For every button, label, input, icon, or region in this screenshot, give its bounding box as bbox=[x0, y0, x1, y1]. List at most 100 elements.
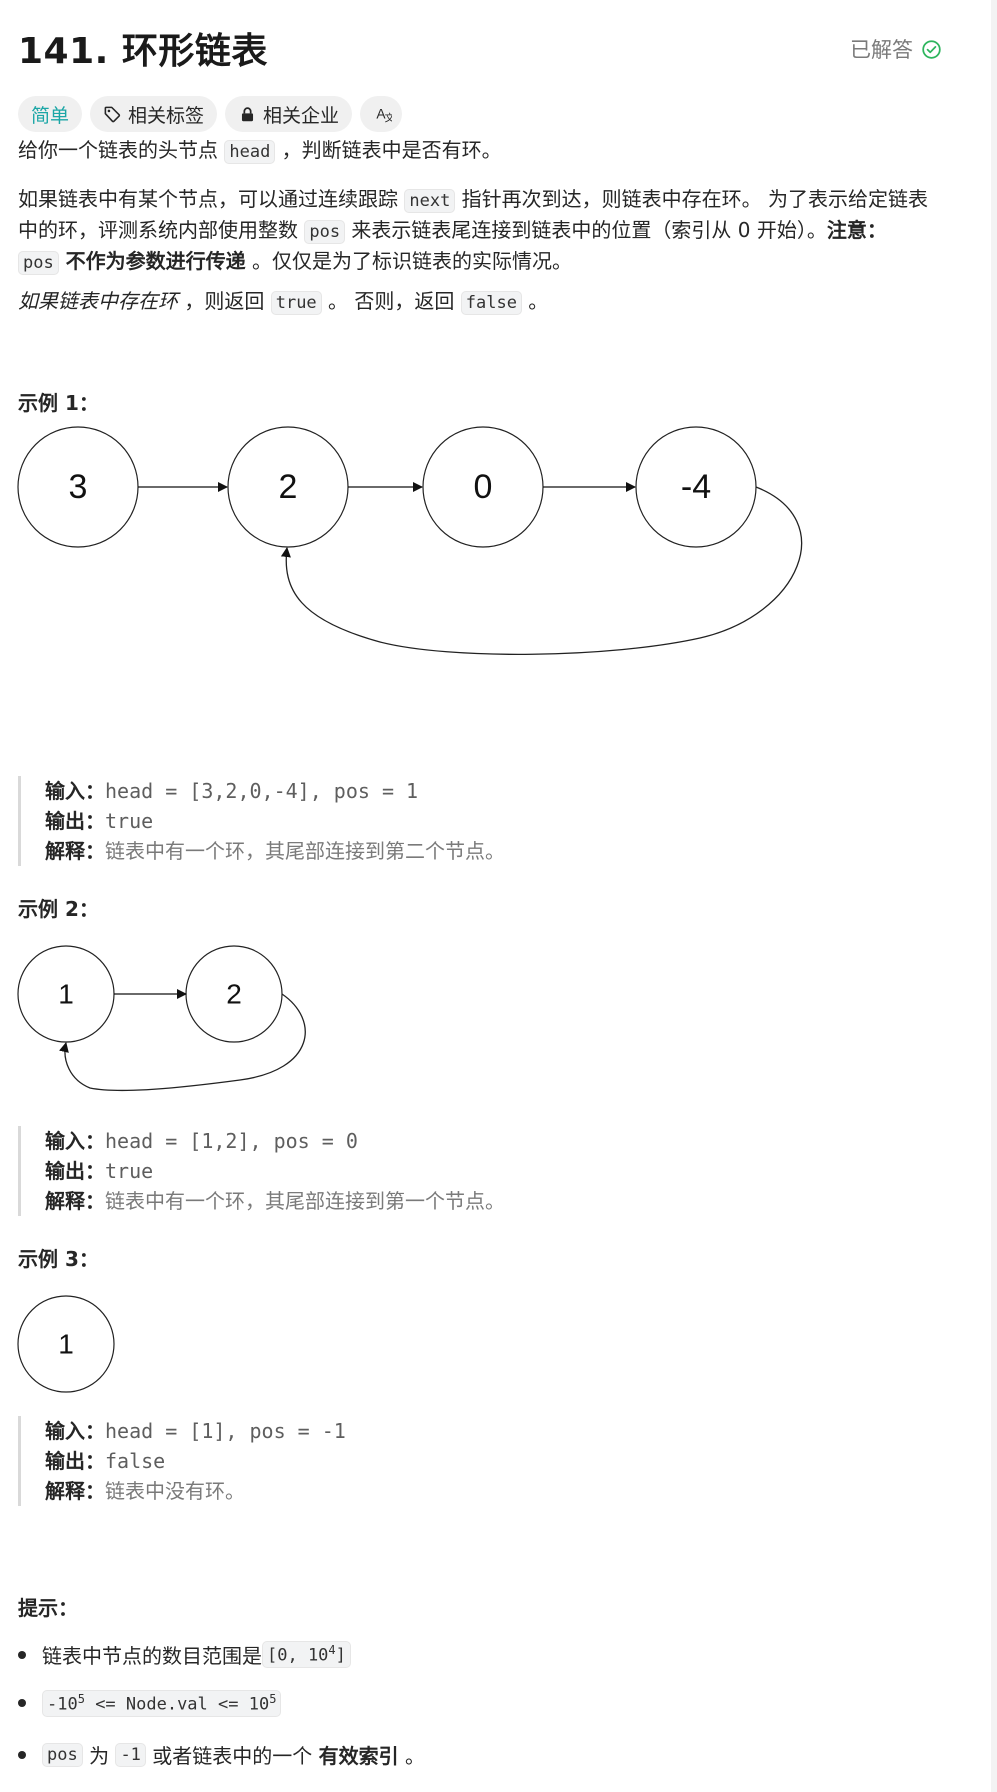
explain-label: 解释： bbox=[45, 1479, 105, 1503]
code-next: next bbox=[404, 189, 456, 213]
output-value: true bbox=[105, 809, 154, 833]
translate-icon: A 文 bbox=[376, 107, 392, 125]
node-circle: 2 bbox=[185, 945, 283, 1043]
node-circle: 2 bbox=[227, 426, 349, 548]
example-1-block: 输入：head = [3,2,0,-4], pos = 1 输出：true 解释… bbox=[18, 776, 505, 866]
output-label: 输出： bbox=[45, 1159, 105, 1183]
svg-text:A: A bbox=[376, 107, 386, 122]
code-pos: pos bbox=[304, 220, 346, 244]
hint-item: -105 <= Node.val <= 105 bbox=[18, 1690, 282, 1717]
code-head: head bbox=[224, 140, 276, 164]
bold-text: 有效索引 bbox=[318, 1744, 399, 1768]
node-value: -4 bbox=[681, 468, 711, 506]
description-paragraph-1: 给你一个链表的头节点 head ，判断链表中是否有环。 bbox=[18, 135, 967, 168]
input-value: head = [1], pos = -1 bbox=[105, 1419, 346, 1443]
example-3-title: 示例 3： bbox=[18, 1247, 99, 1271]
output-value: true bbox=[105, 1159, 154, 1183]
example-2-block: 输入：head = [1,2], pos = 0 输出：true 解释：链表中有… bbox=[18, 1126, 505, 1216]
code-minus-one: -1 bbox=[115, 1742, 146, 1767]
code-true: true bbox=[270, 291, 322, 315]
code-range: [0, 104] bbox=[262, 1641, 351, 1668]
description-paragraph-2: 如果链表中有某个节点，可以通过连续跟踪 next 指针再次到达，则链表中存在环。… bbox=[18, 184, 967, 279]
explain-label: 解释： bbox=[45, 1189, 105, 1213]
hint-item: pos 为 -1 或者链表中的一个 有效索引 。 bbox=[18, 1740, 425, 1769]
difficulty-tag[interactable]: 简单 bbox=[18, 96, 83, 132]
bold-text: 不作为参数进行传递 bbox=[58, 249, 246, 273]
code-pos: pos bbox=[18, 251, 59, 275]
superscript: 5 bbox=[77, 1692, 85, 1706]
bullet bbox=[18, 1650, 26, 1659]
node-circle: 3 bbox=[17, 426, 139, 548]
text: 指针再次到达，则链表中存在环。 为了表示给定链表 bbox=[455, 187, 929, 211]
code-false: false bbox=[460, 291, 522, 315]
code-text: -10 bbox=[47, 1694, 78, 1715]
hint-item: 链表中节点的数目范围是 [0, 104] bbox=[18, 1640, 351, 1669]
check-circle-icon bbox=[922, 39, 941, 59]
tag-icon bbox=[104, 106, 121, 122]
text: 。仅仅是为了标识链表的实际情况。 bbox=[245, 249, 573, 273]
example-3-diagram: 1 bbox=[17, 1295, 115, 1393]
lock-icon bbox=[241, 106, 254, 121]
text: 如果链表中有某个节点，可以通过连续跟踪 bbox=[18, 187, 405, 211]
output-value: false bbox=[105, 1449, 166, 1473]
bullet bbox=[18, 1699, 26, 1708]
svg-text:文: 文 bbox=[385, 111, 392, 124]
node-circle: 1 bbox=[17, 945, 115, 1043]
code-text: [0, 10 bbox=[267, 1645, 329, 1666]
note-label: 注意： bbox=[826, 218, 887, 242]
related-companies-label: 相关企业 bbox=[263, 104, 340, 127]
translate-button[interactable]: A 文 bbox=[360, 96, 403, 132]
text: 为 bbox=[82, 1744, 116, 1768]
superscript: 5 bbox=[269, 1692, 277, 1706]
example-2-title: 示例 2： bbox=[18, 897, 99, 921]
text: 来表示链表尾连接到链表中的位置（索引从 0 开始）。 bbox=[345, 218, 827, 242]
description-paragraph-3: 如果链表中存在环 ，则返回 true 。 否则，返回 false 。 bbox=[18, 286, 967, 319]
text: ，判断链表中是否有环。 bbox=[275, 138, 502, 162]
text: 给你一个链表的头节点 bbox=[18, 138, 225, 162]
related-tags-button[interactable]: 相关标签 bbox=[90, 96, 218, 132]
cycle-arrow bbox=[59, 993, 306, 1092]
text: ，则返回 bbox=[178, 289, 271, 313]
related-tags-label: 相关标签 bbox=[128, 104, 205, 127]
example-1-title: 示例 1： bbox=[18, 391, 99, 415]
hints-title: 提示： bbox=[18, 1596, 78, 1620]
input-label: 输入： bbox=[45, 779, 105, 803]
bullet bbox=[18, 1750, 26, 1759]
node-circle: 0 bbox=[422, 426, 544, 548]
node-circle: -4 bbox=[635, 426, 757, 548]
problem-title: 141. 环形链表 bbox=[18, 31, 268, 72]
tag-bar: 简单 相关标签 相关企业 A 文 bbox=[18, 96, 403, 132]
text: 中的环，评测系统内部使用整数 bbox=[18, 218, 305, 242]
text: 。 bbox=[521, 289, 549, 313]
node-value: 0 bbox=[474, 468, 493, 506]
input-value: head = [3,2,0,-4], pos = 1 bbox=[105, 779, 419, 803]
italic-text: 如果链表中存在环 bbox=[18, 289, 178, 313]
input-value: head = [1,2], pos = 0 bbox=[105, 1129, 358, 1153]
code-range: -105 <= Node.val <= 105 bbox=[42, 1690, 282, 1717]
code-pos: pos bbox=[42, 1742, 83, 1767]
node-value: 3 bbox=[69, 468, 88, 506]
text: 。 否则，返回 bbox=[321, 289, 461, 313]
node-value: 1 bbox=[58, 979, 74, 1010]
node-value: 2 bbox=[279, 468, 298, 506]
input-label: 输入： bbox=[45, 1129, 105, 1153]
explain-value: 链表中有一个环，其尾部连接到第一个节点。 bbox=[105, 1189, 505, 1213]
input-label: 输入： bbox=[45, 1419, 105, 1443]
superscript: 4 bbox=[328, 1643, 336, 1658]
code-text: <= Node.val <= 10 bbox=[84, 1694, 270, 1715]
explain-value: 链表中有一个环，其尾部连接到第二个节点。 bbox=[105, 839, 505, 863]
cycle-arrow bbox=[280, 486, 803, 655]
example-1-diagram: 3 2 0 -4 bbox=[17, 426, 803, 655]
explain-value: 链表中没有环。 bbox=[105, 1479, 245, 1503]
scrollbar-track[interactable] bbox=[991, 0, 997, 1792]
text: 链表中节点的数目范围是 bbox=[42, 1644, 262, 1668]
solved-label: 已解答 bbox=[850, 38, 913, 62]
node-circle: 1 bbox=[17, 1295, 115, 1393]
output-label: 输出： bbox=[45, 809, 105, 833]
explain-label: 解释： bbox=[45, 839, 105, 863]
text: 或者链表中的一个 bbox=[145, 1744, 319, 1768]
example-2-diagram: 1 2 bbox=[17, 945, 306, 1092]
node-value: 2 bbox=[226, 979, 242, 1010]
related-companies-button[interactable]: 相关企业 bbox=[225, 96, 353, 132]
